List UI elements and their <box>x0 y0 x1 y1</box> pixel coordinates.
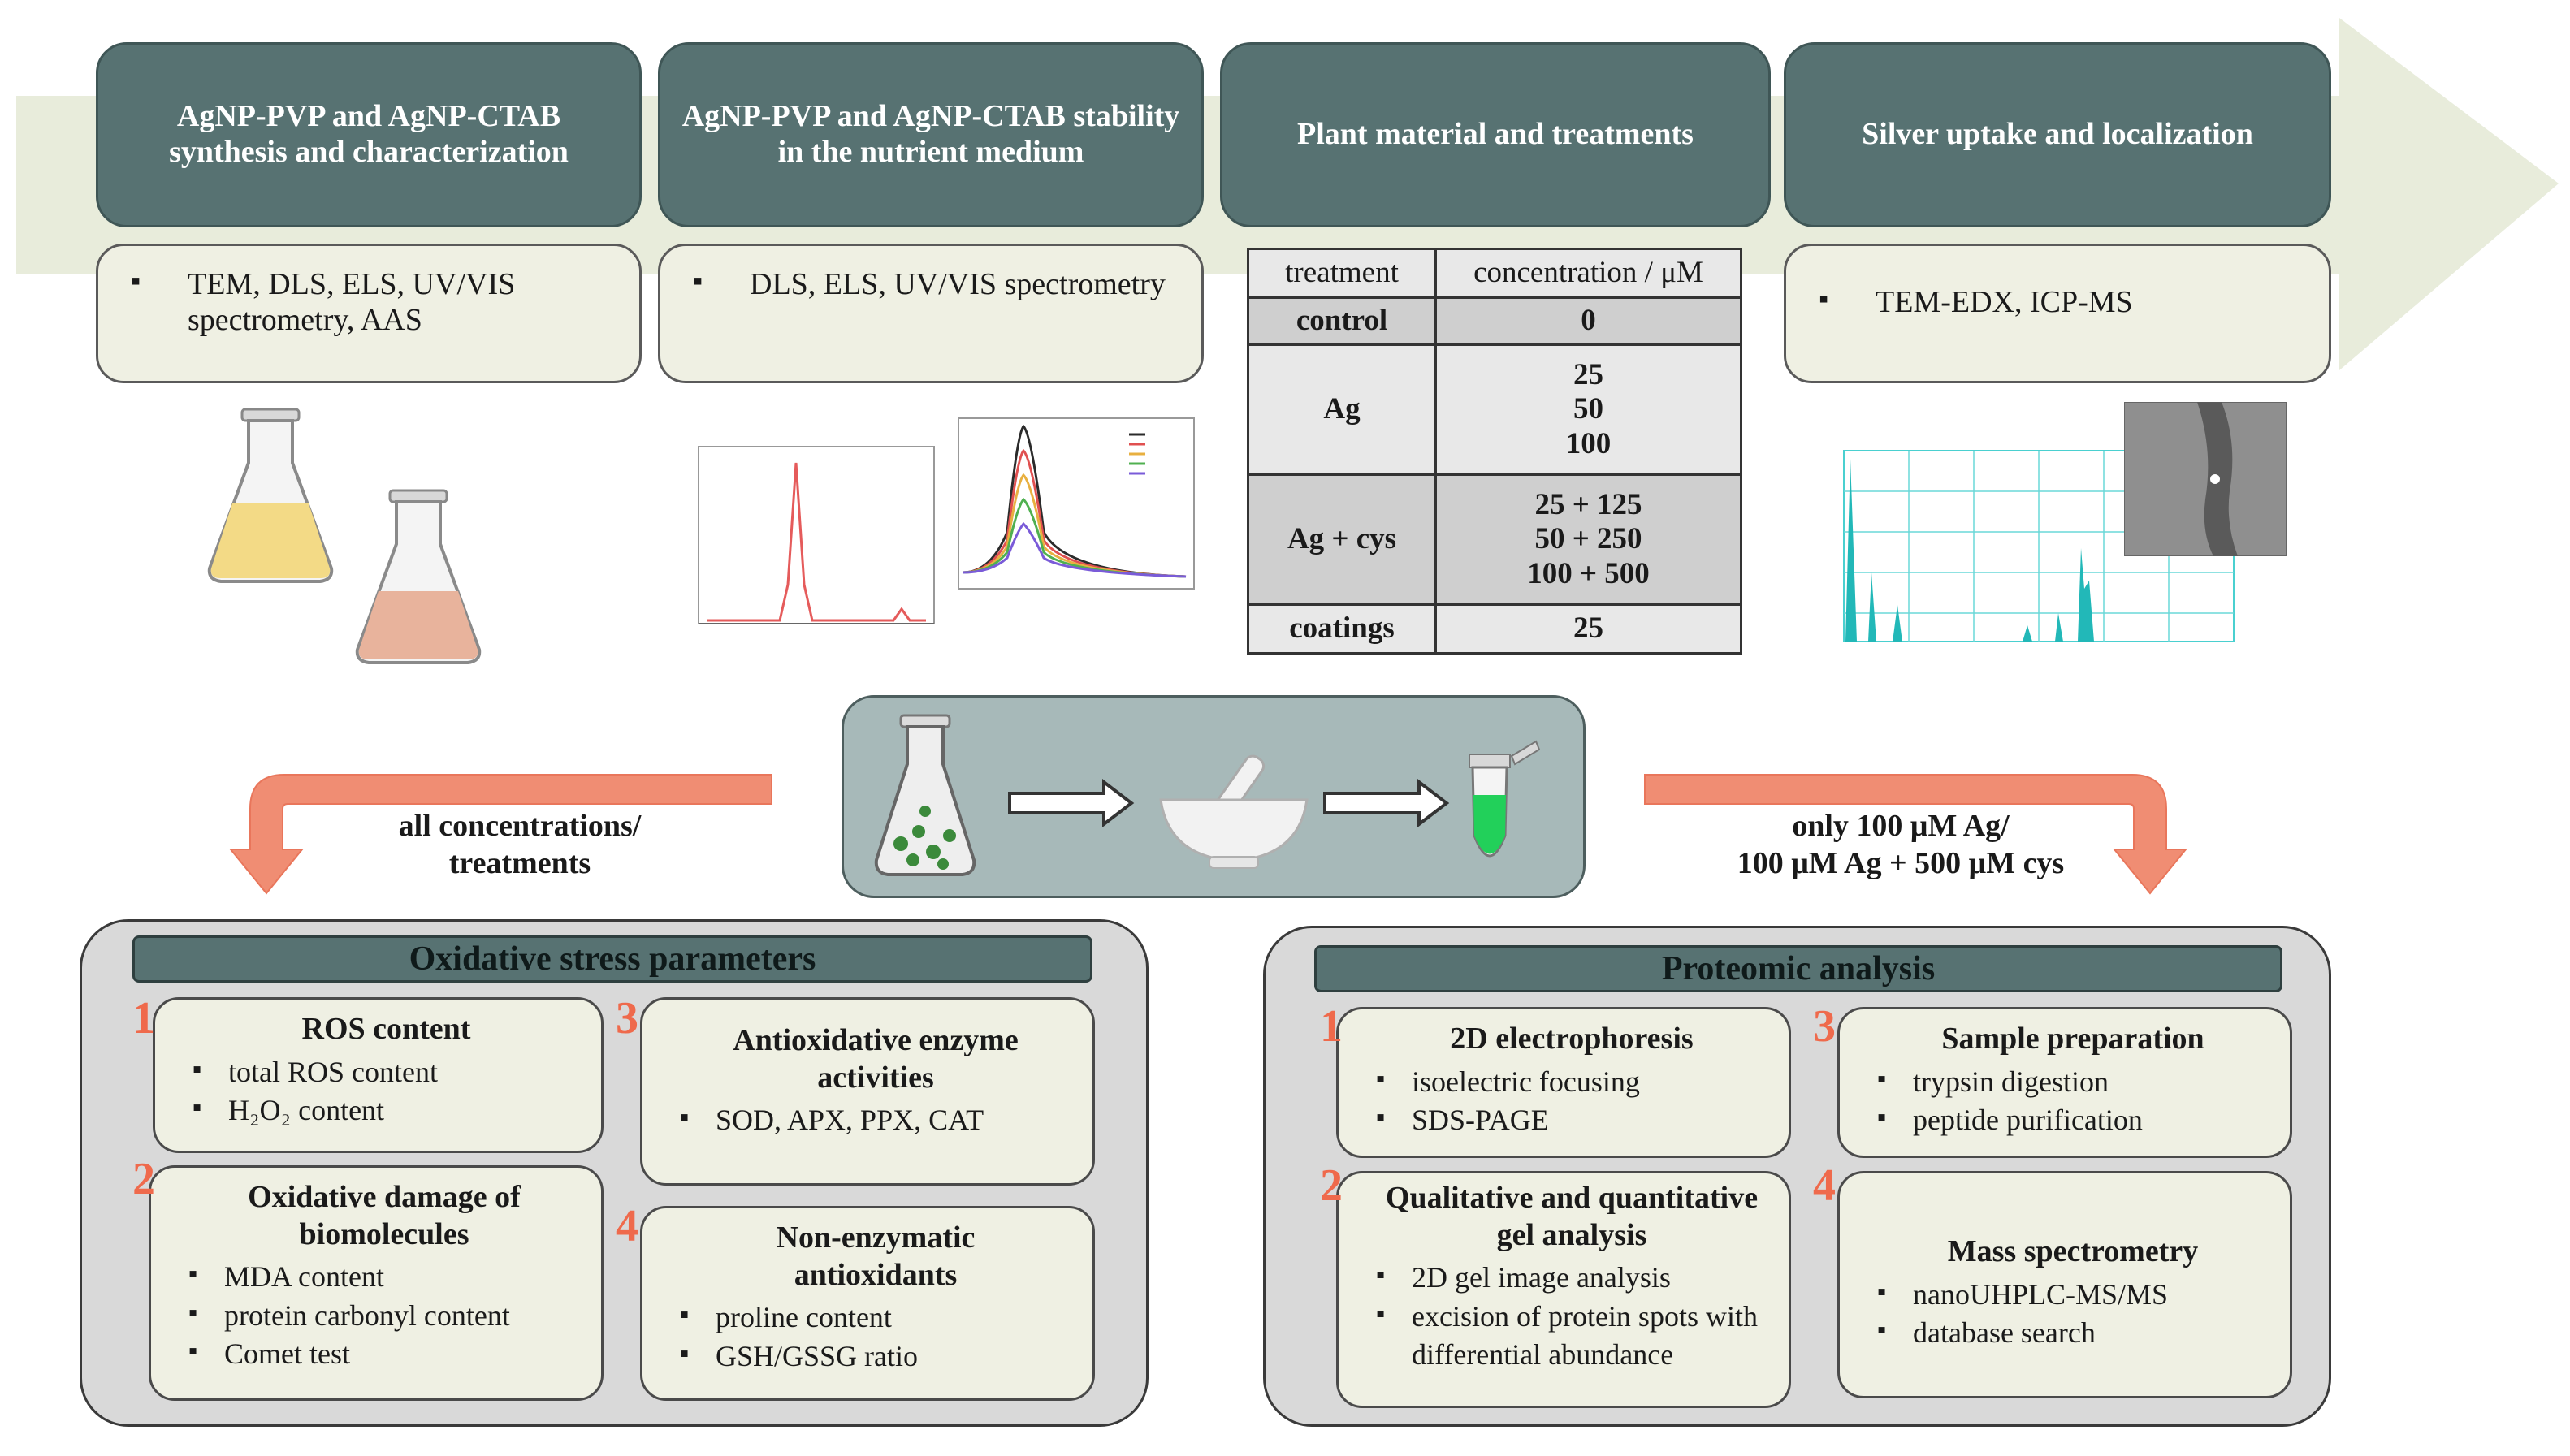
card-sample-preparation: Sample preparation trypsin digestion pep… <box>1837 1007 2292 1158</box>
uv-vis-chart-icon <box>958 417 1195 590</box>
step-number: 1 <box>132 993 155 1043</box>
card-gel-analysis: Qualitative and quantitative gel analysi… <box>1336 1171 1791 1408</box>
oxidative-panel-title: Oxidative stress parameters <box>132 935 1092 983</box>
list-item: proline content <box>675 1297 1076 1337</box>
list-item: peptide purification <box>1872 1100 2274 1140</box>
card-antioxidative-enzymes: Antioxidative enzyme activities SOD, APX… <box>640 997 1095 1186</box>
flow-label-only: only 100 μM Ag/ 100 μM Ag + 500 μM cys <box>1681 808 2120 882</box>
table-header-treatment: treatment <box>1247 248 1437 299</box>
card-oxidative-damage: Oxidative damage of biomolecules MDA con… <box>149 1165 604 1401</box>
card-title: ROS content <box>301 1012 471 1046</box>
list-item: SDS-PAGE <box>1371 1100 1772 1140</box>
table-row-control-conc: 0 <box>1434 296 1742 346</box>
table-row-coatings-treatment: coatings <box>1247 603 1437 655</box>
header-silver-uptake-text: Silver uptake and localization <box>1862 117 2253 152</box>
card-non-enzymatic: Non-enzymatic antioxidants proline conte… <box>640 1206 1095 1401</box>
header-plant-material: Plant material and treatments <box>1220 42 1771 227</box>
step-number: 4 <box>616 1201 638 1251</box>
step-number: 4 <box>1813 1160 1836 1211</box>
info-silver-uptake-item: TEM-EDX, ICP-MS <box>1811 283 2304 321</box>
card-title: 2D electrophoresis <box>1450 1022 1694 1056</box>
table-header-concentration: concentration / μM <box>1434 248 1742 299</box>
arrow-left-down <box>228 774 772 895</box>
arrow-right-icon <box>1323 779 1450 827</box>
list-item: Comet test <box>184 1333 585 1374</box>
list-item: H₂O₂ content <box>188 1090 585 1130</box>
list-item: SOD, APX, PPX, CAT <box>675 1100 1076 1140</box>
step-number: 3 <box>1813 1001 1836 1052</box>
info-stability-item: DLS, ELS, UV/VIS spectrometry <box>685 266 1177 303</box>
card-title: Oxidative damage of biomolecules <box>248 1180 521 1251</box>
tube-green-icon <box>1469 740 1541 858</box>
mortar-pestle-icon <box>1159 754 1309 869</box>
conc-value: 100 <box>1565 426 1612 460</box>
flask-pink-icon <box>355 489 482 664</box>
header-synthesis-text: AgNP-PVP and AgNP-CTAB synthesis and cha… <box>169 99 569 169</box>
card-ros-content: ROS content total ROS content H₂O₂ conte… <box>153 997 604 1153</box>
header-stability-text: AgNP-PVP and AgNP-CTAB stability in the … <box>681 99 1180 169</box>
table-row-ag-conc: 25 50 100 <box>1434 343 1742 476</box>
dls-chart-icon <box>698 446 935 624</box>
conc-value: 100 + 500 <box>1527 556 1650 590</box>
step-number: 3 <box>616 993 638 1043</box>
header-silver-uptake: Silver uptake and localization <box>1784 42 2331 227</box>
list-item: MDA content <box>184 1256 585 1297</box>
list-item: isoelectric focusing <box>1371 1061 1772 1102</box>
list-item: database search <box>1872 1312 2274 1353</box>
flask-yellow-icon <box>207 408 334 583</box>
step-number: 1 <box>1320 1001 1343 1052</box>
info-synthesis-item: TEM, DLS, ELS, UV/VIS spectrometry, AAS <box>123 266 615 338</box>
table-row-agcys-treatment: Ag + cys <box>1247 473 1437 606</box>
table-row-ag-treatment: Ag <box>1247 343 1437 476</box>
tem-image-icon <box>2124 402 2287 556</box>
flask-plants-icon <box>874 714 976 876</box>
flow-label-all: all concentrations/ treatments <box>398 809 642 880</box>
list-item: protein carbonyl content <box>184 1295 585 1336</box>
header-stability: AgNP-PVP and AgNP-CTAB stability in the … <box>658 42 1204 227</box>
table-row-coatings-conc: 25 <box>1434 603 1742 655</box>
sample-processing-box <box>842 695 1586 898</box>
list-item: trypsin digestion <box>1872 1061 2274 1102</box>
card-title: Mass spectrometry <box>1947 1234 2199 1268</box>
list-item: 2D gel image analysis <box>1371 1257 1772 1298</box>
table-row-agcys-conc: 25 + 125 50 + 250 100 + 500 <box>1434 473 1742 606</box>
table-row-control-treatment: control <box>1247 296 1437 346</box>
info-stability: DLS, ELS, UV/VIS spectrometry <box>658 244 1204 383</box>
list-item: total ROS content <box>188 1052 585 1092</box>
card-title: Sample preparation <box>1941 1022 2204 1056</box>
card-2d-electrophoresis: 2D electrophoresis isoelectric focusing … <box>1336 1007 1791 1158</box>
list-item: GSH/GSSG ratio <box>675 1336 1076 1376</box>
arrow-right-icon <box>1008 779 1135 827</box>
step-number: 2 <box>1320 1160 1343 1211</box>
step-number: 2 <box>132 1154 155 1204</box>
conc-value: 50 <box>1573 392 1603 426</box>
treatments-table: treatment concentration / μM control 0 A… <box>1247 248 1742 655</box>
card-title: Qualitative and quantitative gel analysi… <box>1385 1181 1759 1252</box>
flow-label-only-line1: only 100 μM Ag/ <box>1792 809 2010 843</box>
conc-value: 25 + 125 <box>1534 487 1642 521</box>
header-plant-material-text: Plant material and treatments <box>1297 117 1694 152</box>
info-silver-uptake: TEM-EDX, ICP-MS <box>1784 244 2331 383</box>
card-mass-spectrometry: Mass spectrometry nanoUHPLC-MS/MS databa… <box>1837 1171 2292 1398</box>
info-synthesis: TEM, DLS, ELS, UV/VIS spectrometry, AAS <box>96 244 642 383</box>
conc-value: 25 <box>1573 357 1603 391</box>
proteomic-panel-title: Proteomic analysis <box>1314 945 2282 992</box>
list-item: nanoUHPLC-MS/MS <box>1872 1274 2274 1315</box>
flow-label-only-line2: 100 μM Ag + 500 μM cys <box>1737 845 2065 880</box>
card-title: Non-enzymatic antioxidants <box>776 1221 976 1292</box>
header-synthesis: AgNP-PVP and AgNP-CTAB synthesis and cha… <box>96 42 642 227</box>
conc-value: 50 + 250 <box>1534 522 1642 556</box>
card-title: Antioxidative enzyme activities <box>733 1023 1019 1095</box>
list-item: excision of protein spots with different… <box>1371 1296 1772 1375</box>
arrow-right-down <box>1644 774 2188 895</box>
